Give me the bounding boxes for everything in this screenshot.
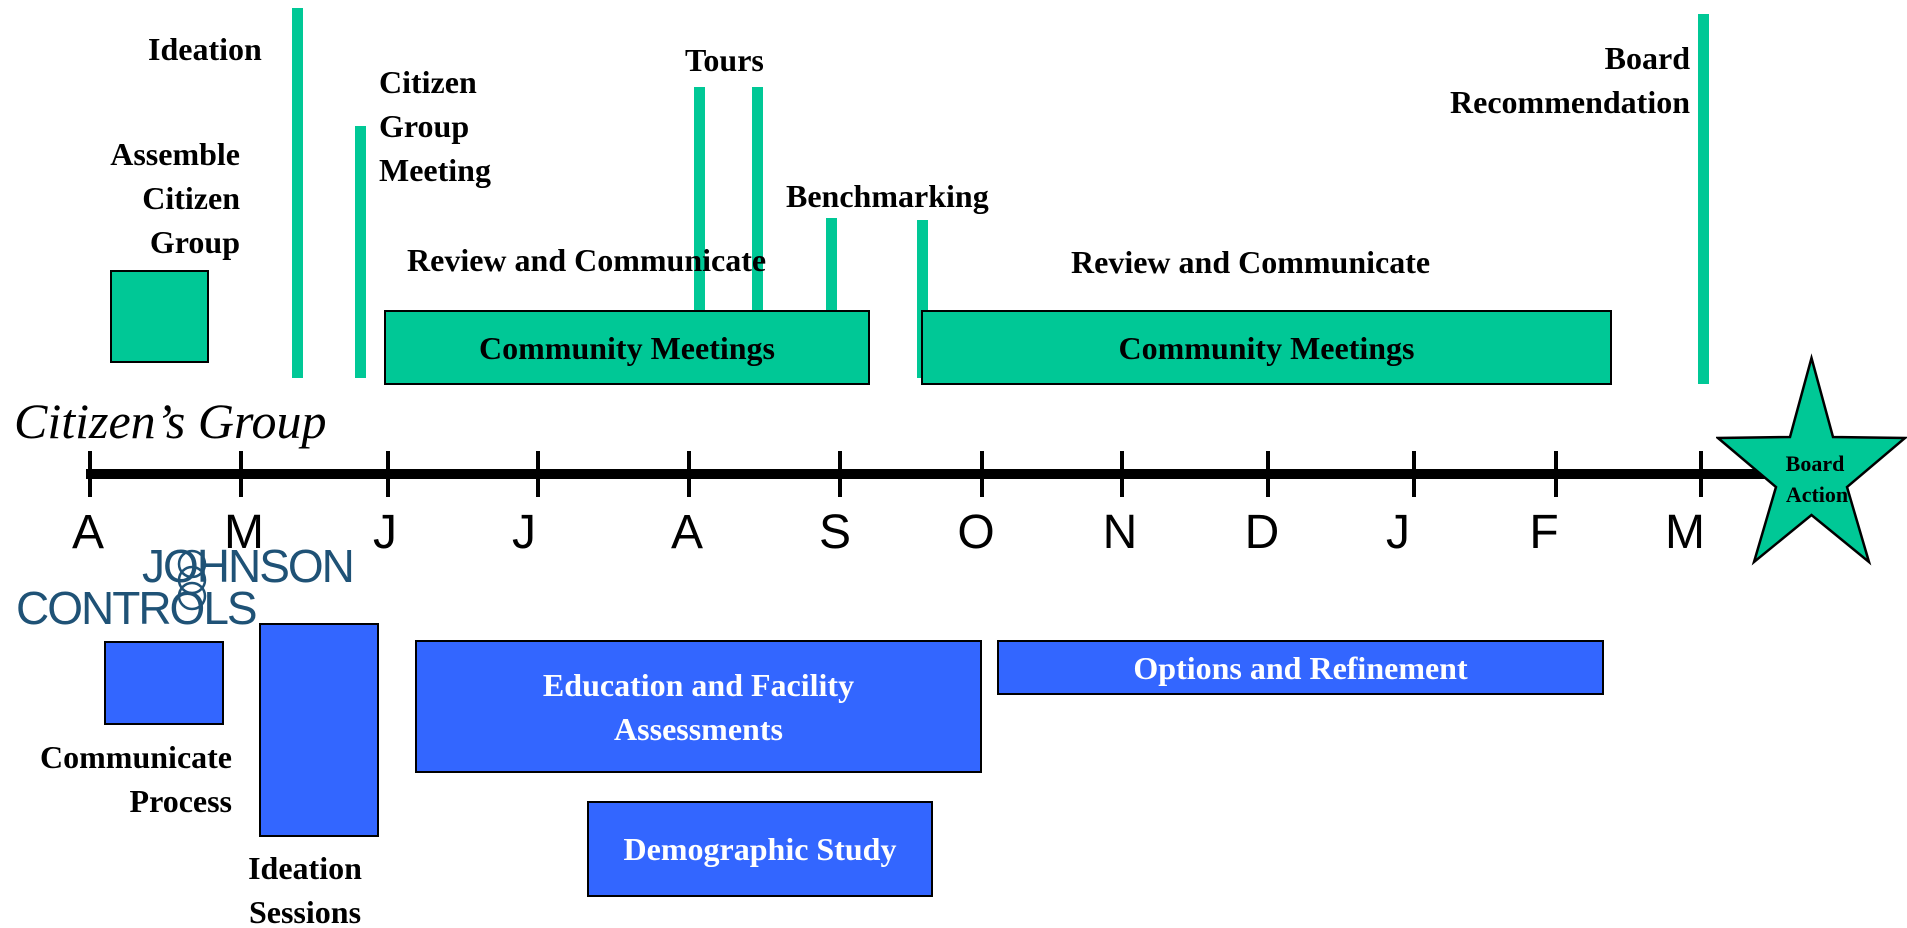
- month-label: J: [373, 506, 397, 559]
- tick-3: [386, 451, 390, 497]
- tours-label: Tours: [685, 42, 764, 78]
- ideation-label: Ideation: [148, 31, 262, 67]
- community-meetings-box-2: Community Meetings: [921, 310, 1612, 385]
- tick-8: [1120, 451, 1124, 497]
- options-refinement-box: Options and Refinement: [997, 640, 1604, 695]
- month-label: M: [224, 506, 264, 559]
- month-label: M: [1665, 506, 1705, 559]
- timeline-axis: [86, 469, 1786, 479]
- tick-9: [1266, 451, 1270, 497]
- month-label: A: [670, 506, 704, 559]
- demographic-study-box: Demographic Study: [587, 801, 933, 897]
- tick-5: [687, 451, 691, 497]
- tick-6: [838, 451, 842, 497]
- ideation-bar: [292, 8, 303, 378]
- tick-1: [88, 451, 92, 497]
- logo-ring-icon: [177, 565, 207, 595]
- tick-12: [1699, 451, 1703, 497]
- review-communicate-label-1: Review and Communicate: [407, 242, 767, 278]
- logo-line1: JOHNSON: [142, 540, 353, 592]
- month-label: A: [71, 506, 105, 559]
- logo-line2: CONTROLS: [16, 582, 256, 634]
- communicate-process-label: Communicate Process: [40, 739, 232, 819]
- tick-4: [536, 451, 540, 497]
- tick-2: [239, 451, 243, 497]
- board-recommendation-bar: [1698, 14, 1709, 384]
- tick-7: [980, 451, 984, 497]
- review-communicate-label-2: Review and Communicate: [1071, 244, 1431, 280]
- logo-ring-icon: [177, 549, 207, 579]
- month-label: J: [1386, 506, 1410, 559]
- tick-11: [1554, 451, 1558, 497]
- star-shape: [1716, 353, 1907, 566]
- citizen-group-meeting-label: Citizen Group Meeting: [379, 64, 491, 188]
- board-action-line2: Action: [1786, 482, 1848, 507]
- tours-bar-2: [752, 87, 763, 312]
- community-meetings-box-1: Community Meetings: [384, 310, 870, 385]
- johnson-controls-logo: JOHNSON CONTROLS: [16, 540, 355, 634]
- month-label: S: [818, 506, 852, 559]
- ideation-sessions-box: [259, 623, 379, 837]
- board-recommendation-label: Board Recommendation: [1450, 40, 1690, 120]
- month-label: J: [512, 506, 536, 559]
- tours-bar-1: [694, 87, 705, 312]
- month-label: N: [1102, 506, 1138, 559]
- tick-10: [1412, 451, 1416, 497]
- benchmarking-label: Benchmarking: [786, 178, 989, 214]
- month-label: F: [1529, 506, 1559, 559]
- citizens-group-title: Citizen’s Group: [14, 393, 327, 449]
- benchmarking-bar-1: [826, 218, 837, 312]
- ideation-sessions-label: Ideation Sessions: [248, 850, 362, 928]
- month-label: O: [957, 506, 995, 559]
- citizen-group-meeting-bar: [355, 126, 366, 378]
- assemble-citizen-group-label: Assemble Citizen Group: [110, 136, 240, 260]
- benchmarking-bar-2: [917, 220, 928, 378]
- board-action-line1: Board: [1786, 451, 1845, 476]
- assemble-citizen-group-box: [110, 270, 209, 363]
- communicate-process-box: [104, 641, 224, 725]
- logo-ring-icon: [177, 581, 207, 611]
- month-label: D: [1244, 506, 1280, 559]
- board-action-star: Board Action: [1716, 353, 1907, 566]
- education-facility-box: Education and Facility Assessments: [415, 640, 982, 773]
